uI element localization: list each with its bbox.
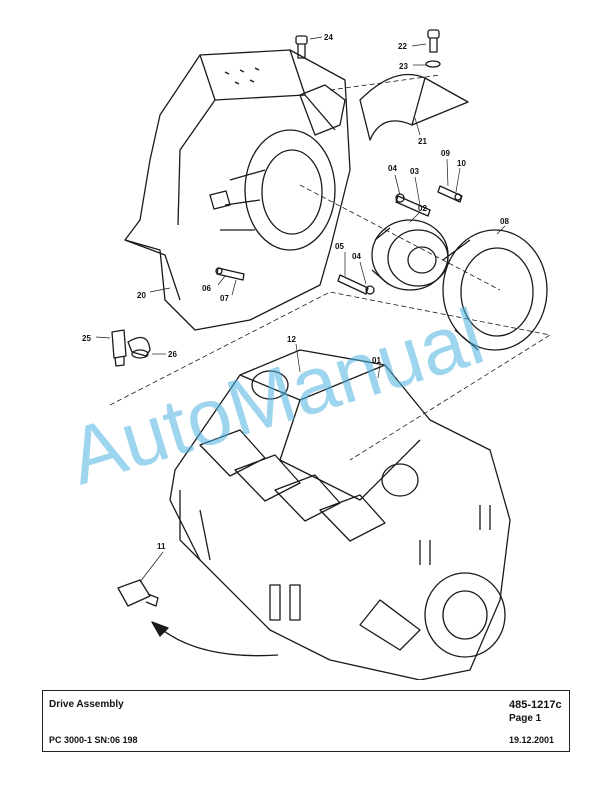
leader-lines [95, 36, 506, 583]
callout-11: 11 [157, 542, 166, 551]
callout-01: 01 [372, 356, 381, 365]
bolt-part-06-07 [215, 267, 245, 281]
sensor-part-25-26 [111, 329, 151, 367]
callout-04-upper: 04 [388, 164, 397, 173]
exploded-parts-drawing: 24 22 23 21 09 10 04 03 02 08 05 04 06 0… [82, 29, 551, 680]
callout-12: 12 [287, 335, 296, 344]
callout-labels: 24 22 23 21 09 10 04 03 02 08 05 04 06 0… [82, 33, 509, 551]
page-number: Page 1 [509, 713, 542, 724]
callout-02: 02 [418, 204, 427, 213]
title-block: Drive Assembly 485-1217c Page 1 PC 3000-… [42, 690, 570, 752]
bolt-part-09-10 [437, 185, 463, 203]
gearbox-housing-part-20 [124, 49, 351, 331]
callout-25: 25 [82, 334, 91, 343]
switch-part-11 [117, 579, 159, 607]
callout-06: 06 [202, 284, 211, 293]
callout-26: 26 [168, 350, 177, 359]
callout-22: 22 [398, 42, 407, 51]
flange-part-08 [442, 229, 548, 351]
callout-04-lower: 04 [352, 252, 361, 261]
callout-03: 03 [410, 167, 419, 176]
callout-21: 21 [418, 137, 427, 146]
callout-10: 10 [457, 159, 466, 168]
engine-part-01 [169, 349, 511, 680]
callout-05: 05 [335, 242, 344, 251]
coupling-part-02 [371, 219, 449, 291]
document-number: 485-1217c [509, 699, 562, 711]
document-date: 19.12.2001 [509, 735, 555, 745]
callout-07: 07 [220, 294, 229, 303]
callout-08: 08 [500, 217, 509, 226]
bolt-part-05-04 [337, 274, 375, 295]
callout-24: 24 [324, 33, 333, 42]
bolt-washer-part-22-23 [425, 29, 441, 68]
bolt-part-24 [295, 35, 308, 59]
cover-plate-part-21 [359, 73, 469, 141]
alignment-lines [109, 74, 551, 461]
drawing-title: Drive Assembly [49, 699, 124, 710]
callout-09: 09 [441, 149, 450, 158]
callout-23: 23 [399, 62, 408, 71]
arrow-indicator [151, 621, 279, 657]
model-serial: PC 3000-1 SN:06 198 [49, 735, 138, 745]
callout-20: 20 [137, 291, 146, 300]
